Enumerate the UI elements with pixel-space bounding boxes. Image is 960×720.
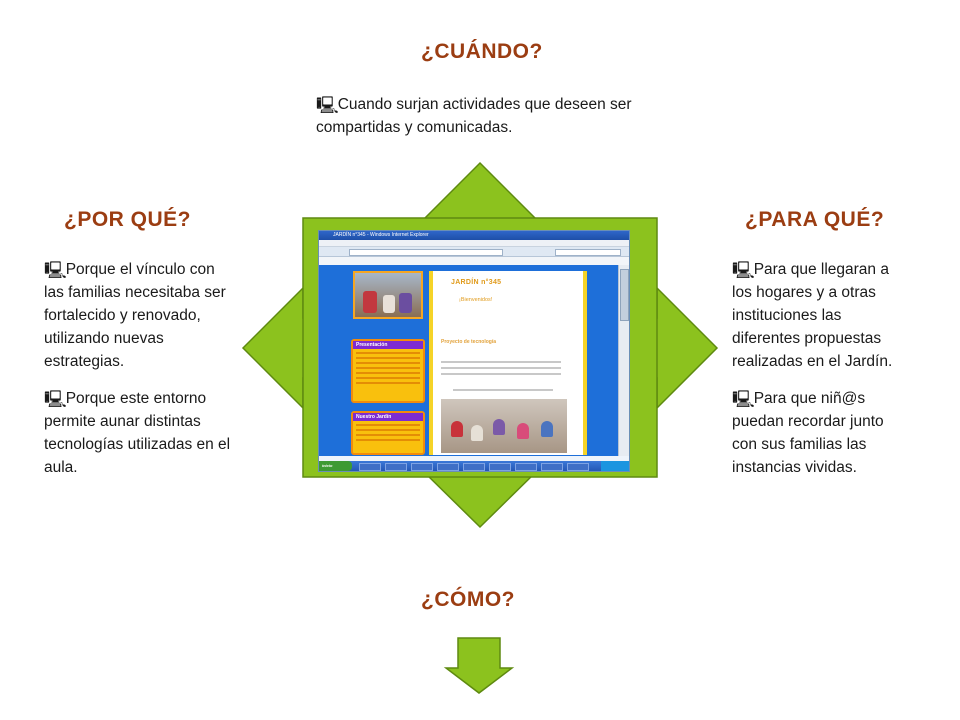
heading-como: ¿CÓMO? (421, 588, 515, 611)
computer-icon: 🖳 (44, 390, 67, 410)
start-button: inicio (319, 461, 352, 471)
website-screenshot: JARDÍN n°345 - Windows Internet Explorer… (318, 230, 630, 472)
text-cuando: 🖳Cuando surjan actividades que deseen se… (316, 93, 666, 153)
window-menu (319, 240, 629, 247)
text-por-que: 🖳Porque el vínculo con las familias nece… (44, 258, 234, 493)
site-subtitle: ¡Bienvenidos! (459, 297, 493, 303)
page-content: JARDÍN n°345 ¡Bienvenidos! Proyecto de t… (429, 271, 587, 455)
arrow-left (241, 286, 311, 410)
system-tray (601, 461, 629, 471)
photo-children-outdoor (353, 271, 423, 319)
photo-children-classroom (441, 399, 567, 453)
heading-para-que: ¿PARA QUÉ? (745, 208, 885, 231)
por-que-item-2: Porque este entorno permite aunar distin… (44, 390, 231, 476)
sidebar-box-nuestro-jardin: Nuestro Jardín (351, 411, 425, 455)
computer-icon: 🖳 (732, 390, 755, 410)
computer-icon: 🖳 (44, 261, 67, 281)
cuando-item-1: Cuando surjan actividades que deseen ser… (316, 96, 632, 136)
window-title: JARDÍN n°345 - Windows Internet Explorer (319, 231, 629, 240)
para-que-item-2: Para que niñ@s puedan recordar junto con… (732, 390, 884, 476)
text-para-que: 🖳Para que llegaran a los hogares y a otr… (732, 258, 912, 493)
por-que-item-1: Porque el vínculo con las familias neces… (44, 261, 226, 370)
scrollbar (618, 265, 629, 456)
heading-cuando: ¿CUÁNDO? (421, 40, 543, 63)
arrow-right (649, 286, 719, 410)
page-sidebar: Presentación Nuestro Jardín (349, 269, 427, 455)
heading-por-que: ¿POR QUÉ? (64, 208, 192, 231)
computer-icon: 🖳 (732, 261, 755, 281)
para-que-item-1: Para que llegaran a los hogares y a otra… (732, 261, 893, 370)
computer-icon: 🖳 (316, 96, 339, 116)
arrow-down-small (443, 637, 515, 694)
site-title: JARDÍN n°345 (451, 279, 502, 286)
section-title: Proyecto de tecnología (441, 339, 497, 345)
address-bar (349, 249, 503, 256)
search-box (555, 249, 621, 256)
sidebar-box-presentacion: Presentación (351, 339, 425, 403)
taskbar: inicio (319, 461, 629, 471)
address-bar-row (319, 247, 629, 257)
